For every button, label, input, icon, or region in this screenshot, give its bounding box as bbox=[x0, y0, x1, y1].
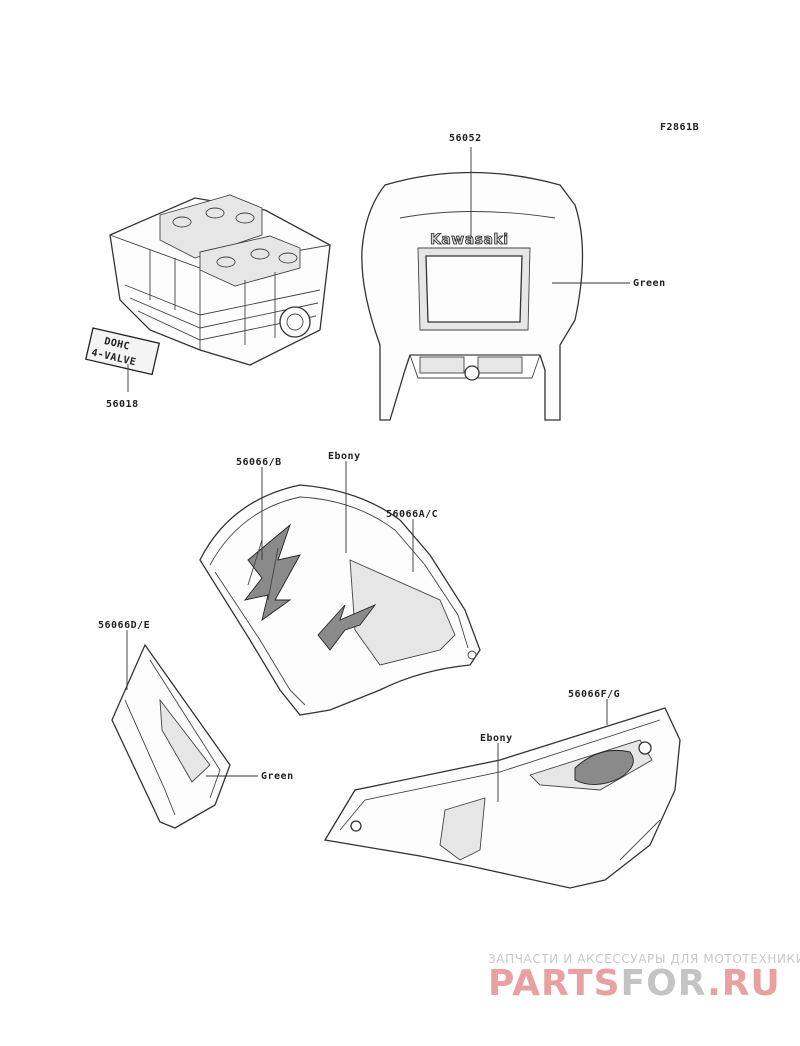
callout-56066de: 56066D/E bbox=[98, 620, 150, 631]
cowl-kawasaki-logo: Kawasaki bbox=[430, 232, 509, 248]
diagram-code: F2861B bbox=[660, 122, 699, 133]
front-cowl-illustration: Kawasaki bbox=[361, 171, 584, 421]
callout-56066ac: 56066A/C bbox=[386, 509, 438, 520]
watermark-logo-parts: PARTS bbox=[488, 963, 621, 1004]
watermark-logo: PARTSFOR.RU bbox=[488, 963, 781, 1004]
callout-56066fg: 56066F/G bbox=[568, 689, 620, 700]
watermark-logo-ru: .RU bbox=[707, 963, 781, 1004]
side-cover-illustration bbox=[323, 707, 681, 889]
callout-panel-green: Green bbox=[261, 771, 294, 782]
callout-56066b: 56066/B bbox=[236, 457, 282, 468]
watermark-logo-for: FOR bbox=[621, 963, 708, 1004]
callout-56052: 56052 bbox=[449, 133, 482, 144]
dohc-4-valve-decal: DOHC 4-VALVE bbox=[85, 327, 161, 376]
cylinder-head-illustration bbox=[109, 194, 331, 366]
callout-56018: 56018 bbox=[106, 399, 139, 410]
callout-cowl-green: Green bbox=[633, 278, 666, 289]
fuel-tank-illustration bbox=[199, 484, 481, 716]
callout-tank-ebony: Ebony bbox=[328, 451, 361, 462]
watermark-tagline: ЗАПЧАСТИ И АКСЕССУАРЫ ДЛЯ МОТОТЕХНИКИ bbox=[488, 952, 800, 966]
partsfor-watermark: ЗАПЧАСТИ И АКСЕССУАРЫ ДЛЯ МОТОТЕХНИКИ PA… bbox=[488, 952, 800, 1004]
small-panel-illustration bbox=[111, 643, 231, 829]
callout-cover-ebony: Ebony bbox=[480, 733, 513, 744]
